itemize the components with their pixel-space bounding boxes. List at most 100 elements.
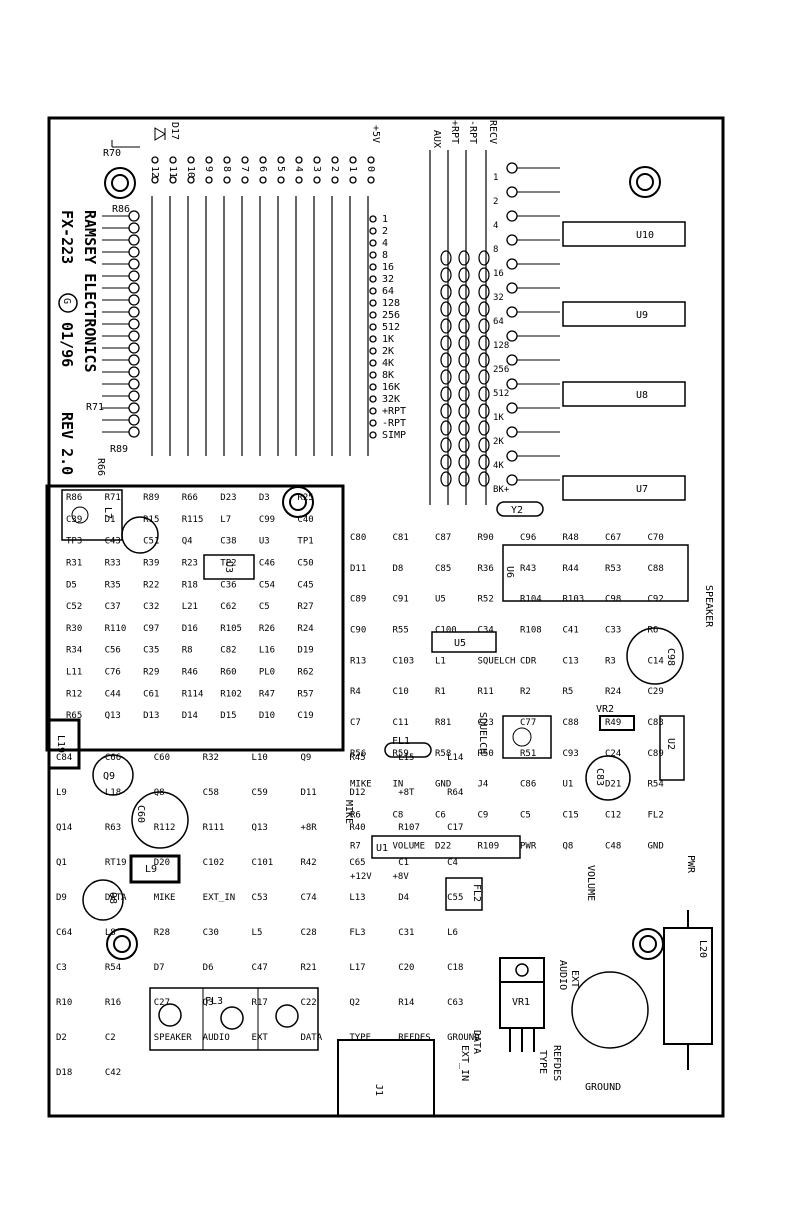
code-pad — [506, 258, 518, 270]
svg-text:FL2: FL2 — [471, 884, 482, 902]
ic-u2: U2 — [659, 715, 685, 781]
component-label: C56 — [105, 646, 121, 656]
code-label: 8K — [382, 370, 394, 381]
component-label: R36 — [478, 564, 494, 574]
component-label: C55 — [447, 893, 463, 903]
component-label: C46 — [259, 558, 275, 568]
component-label: R102 — [220, 689, 242, 699]
component-label: R30 — [66, 624, 82, 634]
component-label: C70 — [648, 533, 664, 543]
pin-pad — [331, 156, 339, 164]
component-label: C100 — [435, 626, 457, 636]
jumper-pad — [440, 454, 452, 470]
component-label: C14 — [648, 656, 664, 666]
component-label: C5 — [259, 602, 270, 612]
jumper-pad — [458, 284, 470, 300]
component-label: C12 — [605, 811, 621, 821]
pin-pad — [277, 176, 285, 184]
component-label: C101 — [252, 858, 274, 868]
header-recv: RECV — [487, 120, 498, 144]
jumper-pad — [458, 250, 470, 266]
component-label: C88 — [648, 564, 664, 574]
code-pad — [506, 450, 518, 462]
jumper-pad — [458, 318, 470, 334]
svg-text:U7: U7 — [636, 484, 648, 495]
pin-pad — [331, 176, 339, 184]
svg-text:FX-223: FX-223 — [58, 210, 76, 264]
pad — [128, 318, 140, 330]
jumper-pad — [440, 403, 452, 419]
code-label: 1 — [493, 173, 498, 183]
pin-pad — [241, 156, 249, 164]
component-label: C28 — [300, 928, 316, 938]
component-label: PWR — [520, 841, 537, 851]
code-label: SIMP — [382, 430, 406, 441]
component-label: R86 — [66, 493, 82, 503]
component-label: C90 — [350, 626, 366, 636]
code-pad — [369, 347, 377, 355]
mount-hole — [282, 486, 314, 518]
component-label: C44 — [105, 689, 121, 699]
component-label: L1 — [435, 656, 446, 666]
label-d17: D17 — [169, 122, 180, 140]
regulator-vr2: VR2 — [596, 704, 635, 731]
pad — [128, 222, 140, 234]
component-label: R49 — [605, 718, 621, 728]
svg-text:Y2: Y2 — [511, 505, 523, 516]
component-label: D6 — [203, 963, 214, 973]
component-label: C15 — [563, 811, 579, 821]
component-label: VOLUME — [393, 841, 426, 851]
component-label: C6 — [435, 811, 446, 821]
component-label: C4 — [447, 858, 458, 868]
jumper-pad — [478, 267, 490, 283]
component-label: R46 — [182, 668, 198, 678]
pin-pad — [259, 156, 267, 164]
component-label: R16 — [105, 998, 121, 1008]
component-label: Q13 — [105, 711, 121, 721]
component-label: R13 — [350, 656, 366, 666]
code-label: 256 — [493, 365, 509, 375]
component-label: Q1 — [56, 858, 67, 868]
svg-text:FL1: FL1 — [392, 736, 410, 747]
code-pad — [369, 323, 377, 331]
component-label: +8T — [398, 788, 415, 798]
label-volume: VOLUME — [585, 865, 596, 901]
jumper-pad — [458, 471, 470, 487]
code-pad — [506, 378, 518, 390]
pin-number: 4 — [293, 166, 304, 172]
component-label: L9 — [56, 788, 67, 798]
component-label: R29 — [143, 668, 159, 678]
svg-text:C98: C98 — [665, 648, 676, 666]
jumper-pad — [478, 335, 490, 351]
capacitor-c29: C83 — [585, 755, 631, 801]
right-bus-traces — [429, 150, 490, 505]
component-label: C103 — [393, 656, 415, 666]
pin-number: 12 — [149, 166, 160, 178]
svg-text:U9: U9 — [636, 310, 648, 321]
component-label: R104 — [520, 595, 542, 605]
component-label: R54 — [648, 780, 664, 790]
component-label: R111 — [203, 823, 225, 833]
code-pad — [506, 426, 518, 438]
jumper-pad — [440, 420, 452, 436]
board-model: FX-223 — [58, 210, 76, 264]
component-label: Q3 — [203, 998, 214, 1008]
component-label: +8R — [300, 823, 317, 833]
label-squelch: SQUELCH — [477, 712, 488, 754]
component-label: U3 — [259, 537, 270, 547]
component-label: R17 — [252, 998, 268, 1008]
code-pad — [369, 335, 377, 343]
component-label: C35 — [143, 646, 159, 656]
code-pad — [369, 299, 377, 307]
pin-pad — [223, 156, 231, 164]
pin-number: 10 — [185, 166, 196, 178]
code-pad — [369, 275, 377, 283]
svg-text:G: G — [61, 298, 72, 304]
pin-number: 6 — [257, 166, 268, 172]
label-refdes: REFDES — [551, 1045, 562, 1081]
resistor-label: R89 — [110, 444, 128, 455]
header-aux: AUX — [431, 130, 442, 148]
component-label: C52 — [66, 602, 82, 612]
